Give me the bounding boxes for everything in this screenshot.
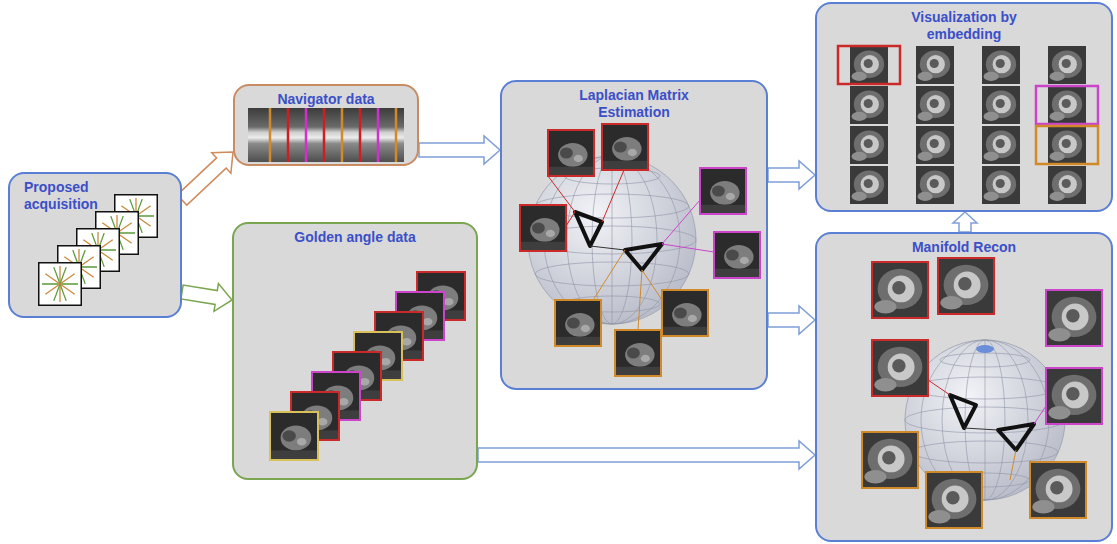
- embedding-grid: [838, 46, 1098, 204]
- manifold-sphere: [520, 124, 760, 376]
- recon-sphere: [862, 258, 1102, 528]
- block-arrow: [181, 284, 232, 312]
- block-arrow: [478, 441, 815, 469]
- block-arrow: [177, 152, 233, 205]
- box-title: Laplacian Matrix Estimation: [564, 82, 704, 121]
- box-title: Golden angle data: [240, 224, 470, 246]
- block-arrow: [768, 306, 815, 334]
- box-title: Proposed acquisition: [24, 174, 134, 213]
- box-title: Visualization by embedding: [884, 4, 1044, 43]
- box-title: Manifold Recon: [864, 234, 1064, 256]
- block-arrow: [953, 212, 977, 232]
- navigator-image: [248, 108, 404, 162]
- block-arrow: [768, 161, 815, 189]
- box-title: Navigator data: [241, 86, 411, 108]
- block-arrow: [419, 136, 500, 164]
- golden-frames: [270, 272, 465, 460]
- kspace-frames: [39, 195, 158, 306]
